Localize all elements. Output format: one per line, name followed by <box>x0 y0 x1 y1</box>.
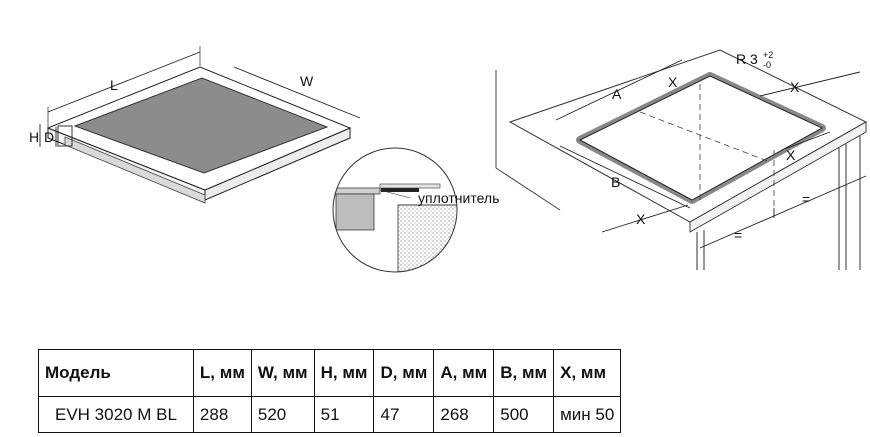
cell-w: 520 <box>250 396 315 433</box>
dim-h-label: H <box>29 129 39 145</box>
header-b: B, мм <box>493 349 555 397</box>
cell-h: 51 <box>313 396 375 433</box>
seal-detail: уплотнитель <box>332 147 499 273</box>
cell-l: 288 <box>192 396 252 433</box>
dim-x-topright: X <box>790 79 800 95</box>
header-model: Модель <box>38 349 194 397</box>
table-row: EVH 3020 M BL 288 520 51 47 268 500 мин … <box>38 396 622 433</box>
dim-x-bottom: X <box>636 211 646 227</box>
header-a: A, мм <box>433 349 495 397</box>
dim-d-label: D <box>44 129 54 145</box>
equal-right: = <box>802 191 810 207</box>
cell-a: 268 <box>433 396 495 433</box>
header-w: W, мм <box>250 349 315 397</box>
radius-tol-plus: +2 <box>763 50 773 60</box>
radius-tol-minus: -0 <box>763 60 771 70</box>
header-d: D, мм <box>373 349 435 397</box>
dim-l-label: L <box>110 77 118 93</box>
header-h: H, мм <box>313 349 375 397</box>
header-x: X, мм <box>553 349 622 397</box>
installation-diagram: L W H D уплотнитель <box>29 46 868 273</box>
spec-table: Модель L, мм W, мм H, мм D, мм A, мм B, … <box>38 349 622 433</box>
dim-b-label: B <box>611 174 620 190</box>
cell-x: мин 50 <box>553 396 622 433</box>
dim-w-label: W <box>300 73 314 89</box>
glass-surface <box>73 77 329 174</box>
header-l: L, мм <box>192 349 252 397</box>
dim-x-right: X <box>786 147 796 163</box>
cell-d: 47 <box>373 396 435 433</box>
cutout-drawing: A X B X X X R 3 +2 -0 = = <box>495 49 868 270</box>
cell-model: EVH 3020 M BL <box>38 396 194 433</box>
radius-label: R 3 <box>736 51 758 67</box>
table-header-row: Модель L, мм W, мм H, мм D, мм A, мм B, … <box>38 349 622 397</box>
dim-x-top: X <box>668 74 678 90</box>
cell-b: 500 <box>493 396 555 433</box>
equal-left: = <box>734 227 742 243</box>
dim-a-label: A <box>612 86 622 102</box>
seal-label: уплотнитель <box>418 190 499 206</box>
hob-drawing: L W H D <box>29 46 361 204</box>
